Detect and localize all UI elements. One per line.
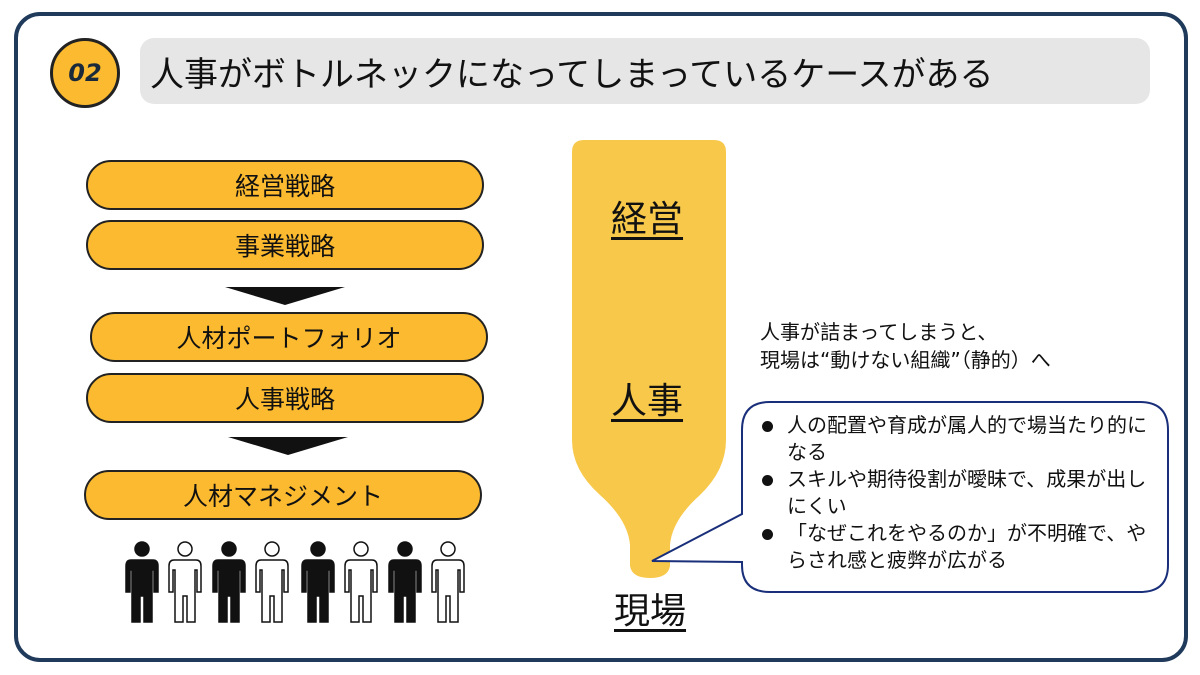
- down-arrow-icon: [225, 287, 345, 305]
- slide-frame: [14, 12, 1188, 662]
- person-filled-icon: [301, 541, 335, 623]
- flow-item-talent-management: 人材マネジメント: [84, 470, 482, 520]
- note-line-2: 現場は“動けない組織”（静的）へ: [760, 348, 1051, 372]
- callout-bullet: スキルや期待役割が曖昧で、成果が出しにくい: [760, 466, 1155, 520]
- bottle-label-management: 経営: [611, 199, 684, 240]
- person-filled-icon: [125, 541, 159, 623]
- bottle-label-frontline: 現場: [614, 591, 687, 632]
- flow-item-management-strategy: 経営戦略: [86, 160, 484, 210]
- bottleneck-note: 人事が詰まってしまうと、 現場は“動けない組織”（静的）へ: [760, 318, 1051, 374]
- callout-bullet: 人の配置や育成が属人的で場当たり的になる: [760, 412, 1155, 466]
- page-title: 人事がボトルネックになってしまっているケースがある: [140, 38, 1150, 104]
- person-outline-icon: [168, 541, 202, 623]
- flow-item-business-strategy: 事業戦略: [86, 220, 484, 270]
- person-outline-icon: [344, 541, 378, 623]
- section-number-badge: 02: [50, 38, 120, 108]
- callout-bullet-list: 人の配置や育成が属人的で場当たり的になる スキルや期待役割が曖昧で、成果が出しに…: [760, 412, 1155, 574]
- bottle-shape: [572, 140, 726, 578]
- flow-item-hr-strategy: 人事戦略: [86, 373, 484, 423]
- callout-bubble: [651, 401, 1169, 593]
- people-icons: [125, 541, 465, 623]
- callout-bullet: 「なぜこれをやるのか」が不明確で、やらされ感と疲弊が広がる: [760, 520, 1155, 574]
- person-filled-icon: [388, 541, 422, 623]
- person-outline-icon: [255, 541, 289, 623]
- flow-item-talent-portfolio: 人材ポートフォリオ: [90, 312, 488, 362]
- person-outline-icon: [431, 541, 465, 623]
- page-title-text: 人事がボトルネックになってしまっているケースがある: [150, 54, 994, 95]
- person-filled-icon: [212, 541, 246, 623]
- down-arrow-icon: [228, 437, 348, 455]
- bottle-label-hr: 人事: [611, 381, 684, 422]
- note-line-1: 人事が詰まってしまうと、: [760, 320, 998, 344]
